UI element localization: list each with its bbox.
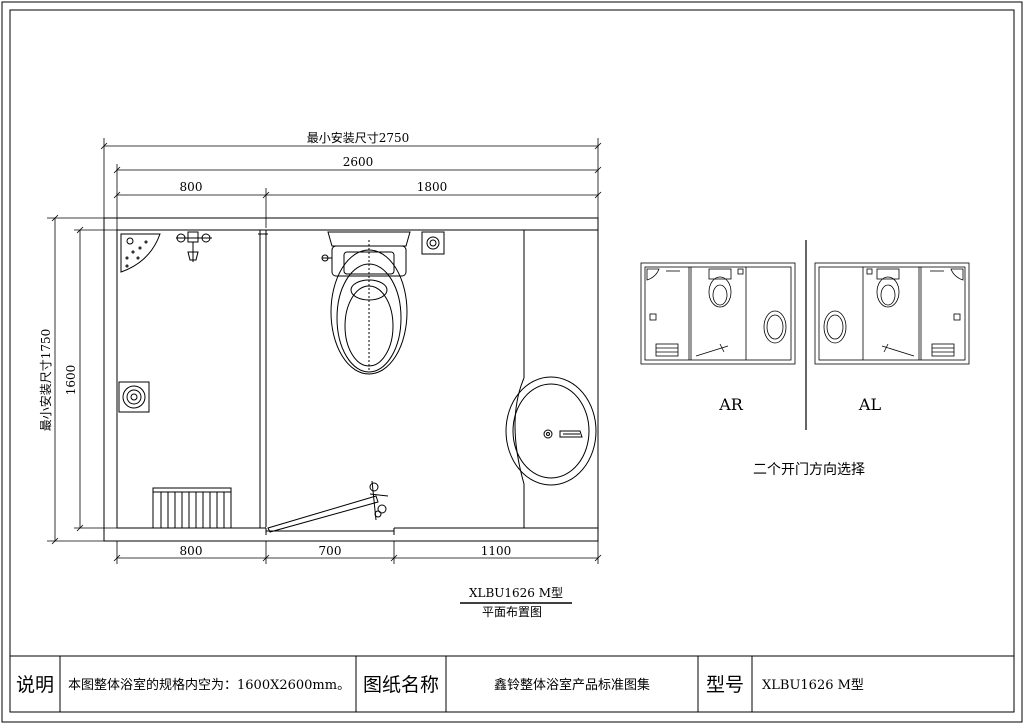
- variant-al-label: AL: [858, 395, 882, 414]
- drawing-name-text: 鑫铃整体浴室产品标准图集: [494, 677, 650, 693]
- drawing-name-label: 图纸名称: [363, 674, 439, 696]
- model-label: XLBU1626 M型: [469, 586, 563, 600]
- floor-drain-small-icon: [421, 231, 445, 255]
- shower-bench-icon: [152, 487, 232, 529]
- door-icon: [267, 480, 389, 533]
- model-no-label: 型号: [706, 674, 744, 696]
- dim-total-width: 2600: [343, 155, 374, 169]
- dim-bottom-middle: 700: [319, 544, 342, 558]
- variant-ar-plan: [640, 262, 796, 365]
- desc-label: 说明: [16, 674, 54, 696]
- variant-al-plan: [814, 262, 970, 365]
- top-dimensions: [100, 138, 602, 230]
- dim-bottom-right: 1100: [481, 544, 512, 558]
- corner-shelf-icon: [120, 233, 161, 273]
- left-dimensions: [47, 214, 117, 545]
- sink-icon: [505, 376, 597, 486]
- dim-bottom-left: 800: [180, 544, 203, 558]
- plan-label: 平面布置图: [482, 605, 542, 619]
- dim-min-install-height: 最小安装尺寸1750: [38, 329, 53, 432]
- inner-frame: [9, 9, 1015, 713]
- desc-text: 本图整体浴室的规格内空为：1600X2600mm。: [68, 677, 350, 693]
- model-no-text: XLBU1626 M型: [762, 678, 864, 693]
- dim-left-width: 800: [180, 180, 203, 194]
- shower-faucet-icon: [176, 231, 212, 262]
- dim-height: 1600: [64, 365, 78, 396]
- floor-drain-icon: [118, 381, 150, 413]
- bottom-dimensions: [113, 541, 602, 564]
- variant-ar-label: AR: [718, 395, 744, 414]
- dim-right-width: 1800: [417, 180, 448, 194]
- toilet-icon: [321, 231, 411, 375]
- bathroom-plan: [103, 217, 599, 542]
- door-direction-note: 二个开门方向选择: [753, 462, 865, 478]
- title-block: [10, 655, 1014, 712]
- dim-min-install-width: 最小安装尺寸2750: [307, 130, 410, 145]
